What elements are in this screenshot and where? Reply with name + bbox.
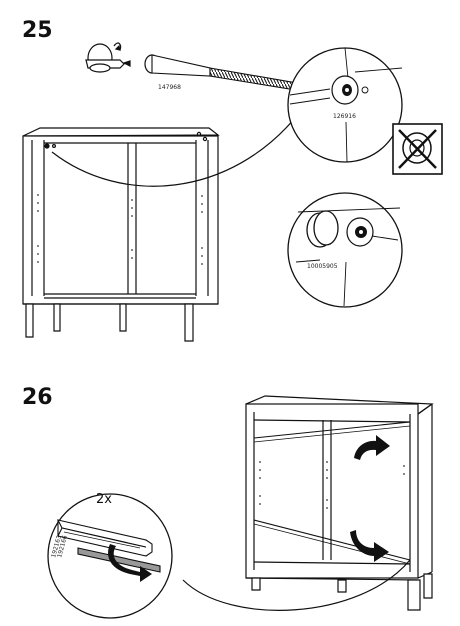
step-26: 26 (22, 385, 434, 619)
washer-part-number: 126916 (333, 113, 356, 120)
edge-strip-icon (56, 519, 161, 573)
washer-icon (331, 75, 369, 105)
edge-strip-detail: 2x 192163 192166 (47, 492, 173, 619)
screwdriver-icon (85, 42, 131, 73)
detail-connector (51, 111, 301, 187)
step-26-number: 26 (22, 385, 53, 410)
cap-icon (306, 210, 374, 248)
quantity-label: 2x (96, 492, 112, 507)
cabinet-icon (22, 127, 220, 342)
washer-detail: 126916 (287, 47, 403, 163)
step-25-number: 25 (22, 18, 53, 43)
cap-detail: 10005905 (287, 192, 403, 308)
step-25: 25 147968 (22, 18, 443, 342)
rotate-arrow-icon (108, 544, 152, 582)
detail-connector (182, 559, 411, 611)
cabinet-icon (245, 395, 434, 611)
cap-part-number: 10005905 (307, 263, 338, 270)
prohibited-icon (392, 123, 443, 175)
rotate-arrow-icon (350, 435, 390, 562)
bolt-part-number: 147968 (158, 84, 181, 91)
